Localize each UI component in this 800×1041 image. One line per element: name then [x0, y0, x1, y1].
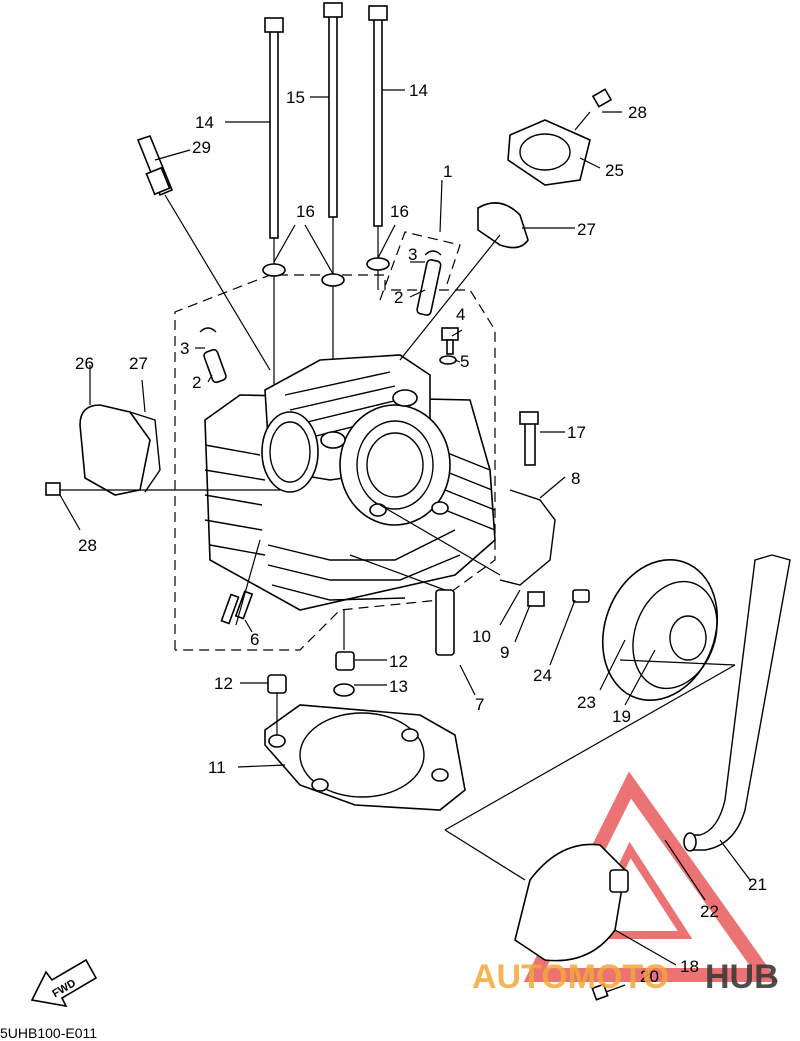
callout-12-right: 12: [389, 652, 408, 671]
spark-plug: [136, 135, 271, 371]
cylinder-stud-bolts: [264, 2, 388, 420]
callout-23: 23: [577, 693, 596, 712]
valve-guides: [199, 250, 442, 384]
leader-lines: [59, 89, 751, 966]
callout-3-right: 3: [408, 245, 417, 264]
callout-26: 26: [75, 354, 94, 373]
callout-labels: 1 2 2 3 3 4 5 6 7 8 9 10 11 12 12 13 14 …: [75, 81, 767, 986]
small-bolt: [439, 327, 459, 365]
callout-12-left: 12: [214, 674, 233, 693]
callout-7: 7: [475, 695, 484, 714]
watermark-text: AUTOMOTO HUB: [472, 958, 779, 996]
callout-29: 29: [192, 138, 211, 157]
callout-17: 17: [567, 423, 586, 442]
callout-16-left: 16: [296, 202, 315, 221]
callout-20: 20: [640, 967, 659, 986]
callout-25: 25: [605, 161, 624, 180]
callout-18: 18: [680, 957, 699, 976]
callout-22: 22: [700, 902, 719, 921]
callout-24: 24: [533, 666, 552, 685]
dowel-pins: [220, 539, 261, 626]
callout-11: 11: [208, 758, 226, 777]
callout-3-left: 3: [180, 339, 189, 358]
callout-28-top: 28: [628, 103, 647, 122]
callout-9: 9: [500, 643, 509, 662]
diagram-code: 5UHB100-E011: [0, 1025, 97, 1041]
callout-2-right: 2: [394, 288, 403, 307]
cylinder-head: [204, 354, 496, 611]
callout-13: 13: [389, 677, 408, 696]
cam-sprocket-cover: [572, 558, 719, 702]
tappet-cover-right: [399, 88, 613, 361]
watermark-text-part1: AUTOMOTO: [472, 958, 669, 996]
breather-hose: [683, 554, 791, 852]
callout-19: 19: [612, 707, 631, 726]
callout-6: 6: [250, 630, 259, 649]
callout-14-left: 14: [195, 113, 214, 132]
callout-8: 8: [571, 469, 580, 488]
callout-21: 21: [748, 875, 767, 894]
cam-cover-gasket: [379, 411, 556, 607]
assembly-outline-head: [174, 274, 496, 651]
callout-4: 4: [456, 305, 465, 324]
assembly-outline-valves: [379, 231, 461, 301]
callout-27-right: 27: [577, 220, 596, 239]
callout-14-right: 14: [409, 81, 428, 100]
side-cover-left: [45, 365, 280, 496]
fwd-arrow: FWD: [30, 958, 98, 1008]
callout-10: 10: [472, 627, 491, 646]
cylinder-head-gasket: [264, 610, 466, 811]
callout-2-left: 2: [192, 373, 201, 392]
callout-1: 1: [443, 162, 452, 181]
callout-5: 5: [460, 352, 469, 371]
watermark-text-part2: HUB: [705, 958, 779, 996]
callout-28-left: 28: [78, 536, 97, 555]
callout-27-left: 27: [129, 354, 148, 373]
washers: [262, 257, 390, 287]
callout-16-right: 16: [390, 202, 409, 221]
callout-15: 15: [286, 88, 305, 107]
oil-pipe: [349, 554, 455, 656]
